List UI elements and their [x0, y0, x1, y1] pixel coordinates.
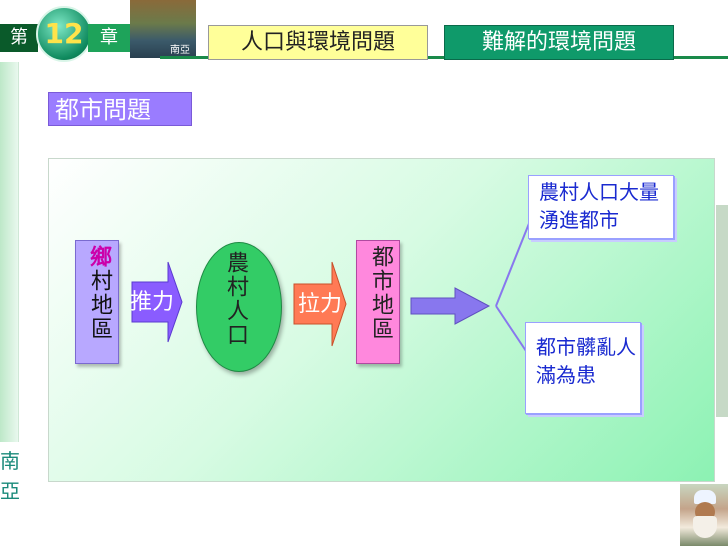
rural-population-oval: 農村人口	[196, 242, 282, 372]
rural-population-label: 農村人口	[223, 251, 248, 347]
right-decor-strip	[716, 205, 728, 417]
sidebar-brand: 南亞	[0, 449, 20, 503]
push-label: 推力	[130, 290, 175, 315]
result-overcrowding-box: 都市髒亂人滿為患	[525, 322, 641, 414]
result-influx-box: 農村人口大量湧進都市	[528, 175, 674, 239]
header-photo: 南亞	[130, 0, 196, 58]
chapter-suffix: 章	[88, 24, 130, 52]
chapter-prefix: 第	[0, 24, 38, 52]
rural-area-first-char: 鄉	[86, 245, 112, 269]
flow-arrow	[410, 287, 491, 325]
header-photo-caption: 南亞	[170, 45, 190, 56]
title-secondary: 難解的環境問題	[444, 25, 674, 60]
pull-arrow	[293, 261, 347, 347]
urban-area-box: 都市地區	[356, 240, 400, 364]
rural-area-label: 村地區	[87, 269, 112, 341]
photo-beard	[693, 516, 717, 538]
title-primary: 人口與環境問題	[208, 25, 428, 60]
left-decor-strip	[0, 62, 19, 442]
pull-label: 拉力	[298, 292, 343, 317]
urban-area-label: 都市地區	[368, 245, 393, 341]
corner-photo	[680, 484, 728, 546]
push-arrow	[131, 261, 183, 343]
section-subtitle: 都市問題	[48, 92, 192, 126]
photo-turban	[694, 490, 716, 504]
rural-area-box: 鄉村地區	[75, 240, 119, 364]
